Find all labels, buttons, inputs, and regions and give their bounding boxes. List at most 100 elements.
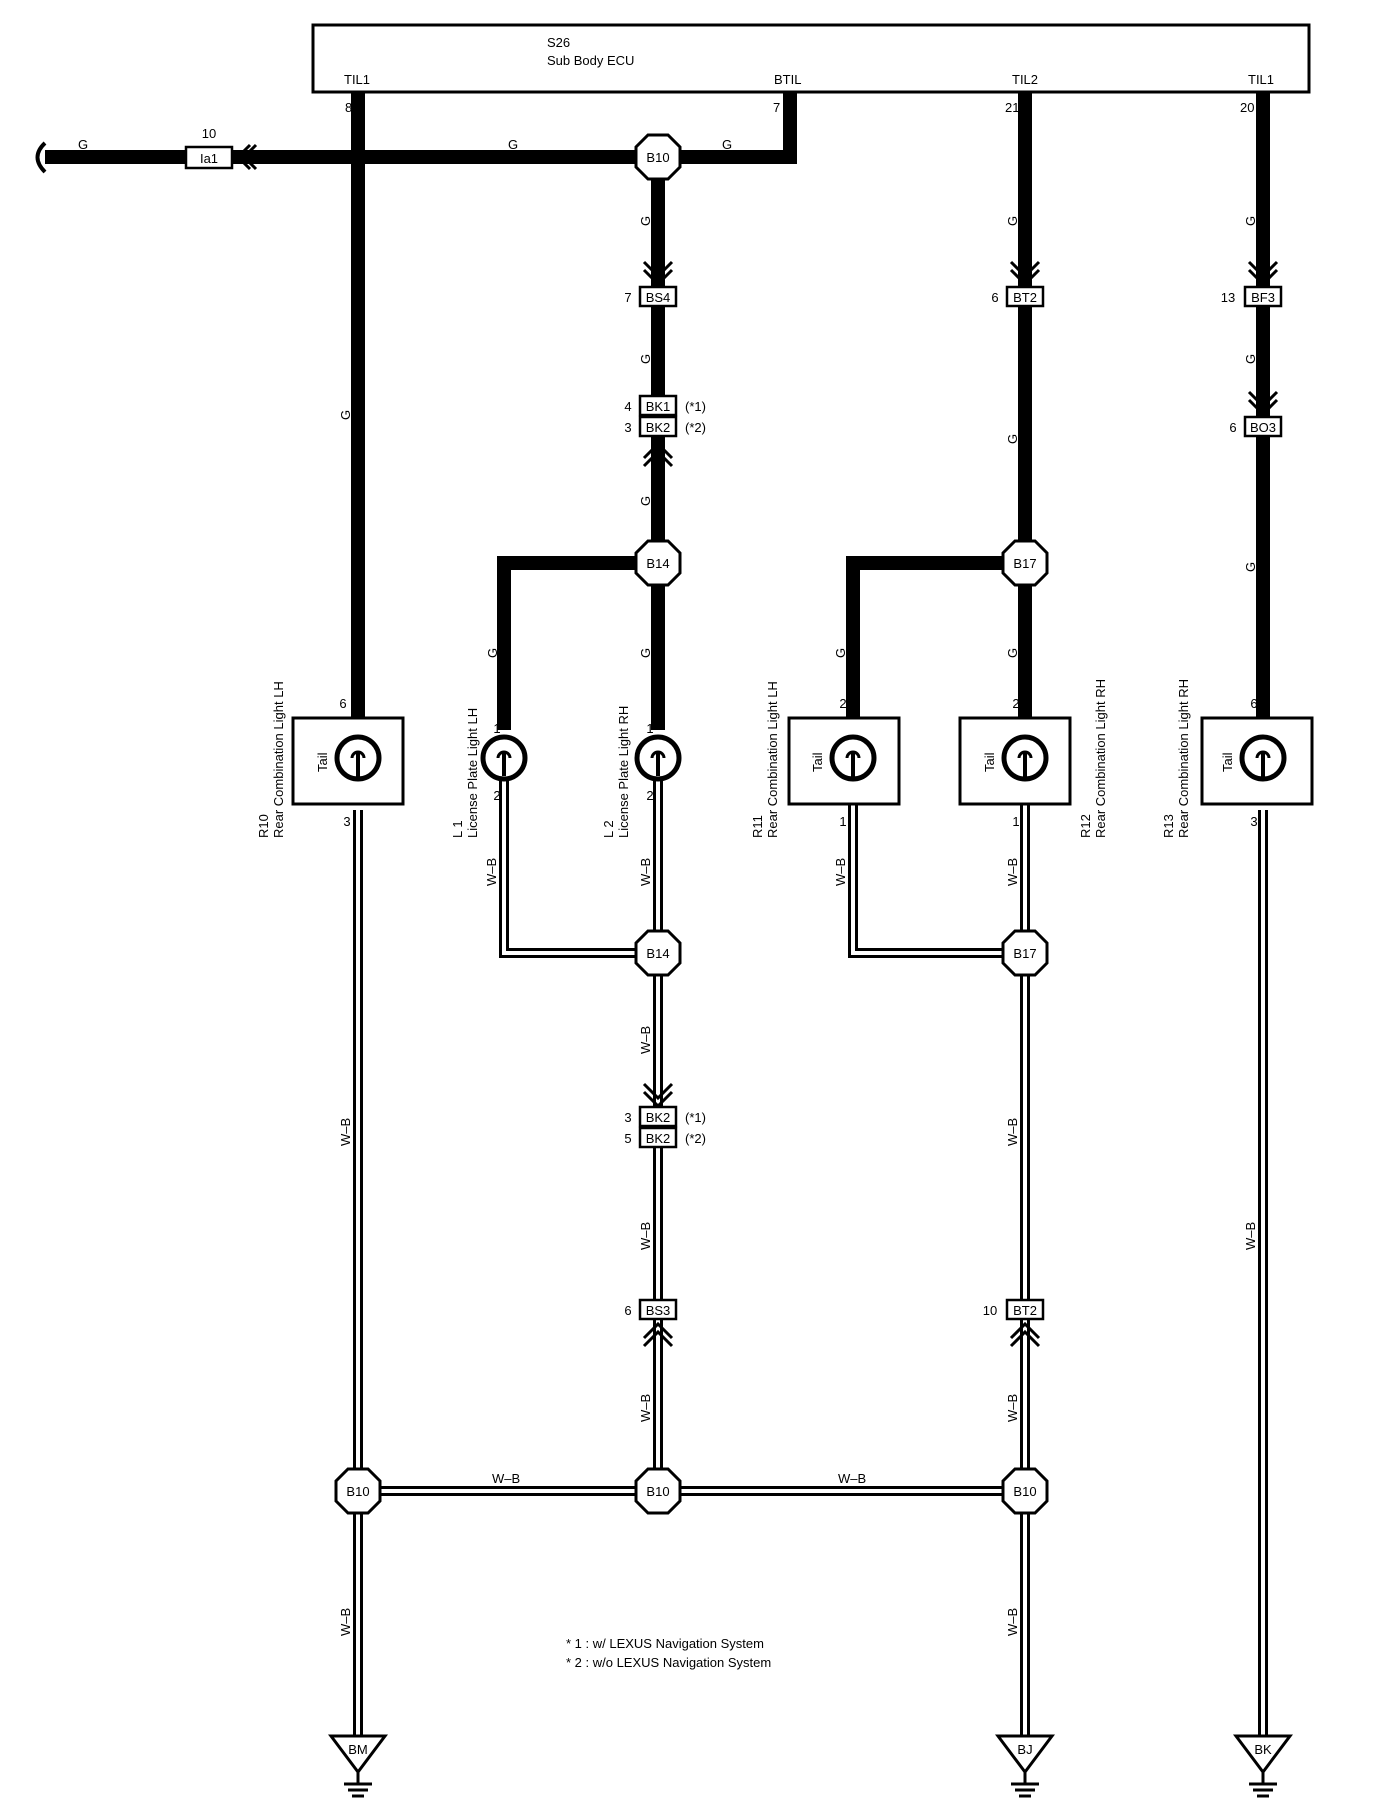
- label-wb: W–B: [492, 1471, 520, 1486]
- light-r10: Tail 6 3 R10 Rear Combination Light LH: [256, 681, 405, 838]
- svg-text:R10: R10: [256, 814, 271, 838]
- label-g: G: [485, 648, 500, 658]
- svg-text:BK1: BK1: [646, 399, 671, 414]
- footnote-1: * 1 : w/ LEXUS Navigation System: [566, 1636, 764, 1651]
- label-wb: W–B: [484, 858, 499, 886]
- chevron-bk2-up-1: [642, 441, 674, 460]
- connector-bt2-top: BT2 6: [991, 285, 1045, 308]
- label-g: G: [722, 137, 732, 152]
- svg-text:3: 3: [1250, 814, 1257, 829]
- svg-text:BK2: BK2: [646, 420, 671, 435]
- label-g: G: [638, 496, 653, 506]
- label-g: G: [1005, 434, 1020, 444]
- svg-text:BT2: BT2: [1013, 1303, 1037, 1318]
- svg-text:BK2: BK2: [646, 1110, 671, 1125]
- ecu-pin-num-4: 20: [1240, 100, 1254, 115]
- ground-bk: BK: [1233, 1734, 1293, 1798]
- junction-b17-bottom: B17: [1001, 929, 1049, 977]
- chevron-bs3-2: [642, 1329, 674, 1348]
- label-g: G: [638, 648, 653, 658]
- label-wb: W–B: [1243, 1222, 1258, 1250]
- svg-text:Rear Combination Light RH: Rear Combination Light RH: [1176, 679, 1191, 838]
- svg-text:6: 6: [339, 696, 346, 711]
- connector-bk1-bk2-top: BK1 BK2 4 3 (*1) (*2): [624, 394, 706, 438]
- label-g: G: [1243, 562, 1258, 572]
- light-l1: 1 2 L 1 License Plate Light LH: [450, 708, 528, 838]
- svg-text:Tail: Tail: [982, 752, 997, 772]
- svg-text:BF3: BF3: [1251, 290, 1275, 305]
- svg-text:BS4: BS4: [646, 290, 671, 305]
- chevron-bt2-1: [1009, 260, 1041, 279]
- svg-text:B17: B17: [1013, 946, 1036, 961]
- label-g: G: [78, 137, 88, 152]
- ecu-pin-num-1: 8: [345, 100, 352, 115]
- svg-text:3: 3: [624, 420, 631, 435]
- label-wb: W–B: [1005, 1118, 1020, 1146]
- svg-text:B10: B10: [346, 1484, 369, 1499]
- svg-text:BK: BK: [1254, 1742, 1272, 1757]
- wb-wires-outer: [353, 770, 1268, 1736]
- svg-text:BO3: BO3: [1250, 420, 1276, 435]
- ecu-pin-name-2: BTIL: [774, 72, 801, 87]
- svg-text:(*1): (*1): [685, 399, 706, 414]
- ecu-pin-num-3: 21: [1005, 100, 1019, 115]
- svg-text:2: 2: [1012, 696, 1019, 711]
- svg-text:Tail: Tail: [810, 752, 825, 772]
- svg-text:1: 1: [839, 814, 846, 829]
- svg-text:6: 6: [1229, 420, 1236, 435]
- label-wb: W–B: [838, 1471, 866, 1486]
- chevron-bk2-up-2: [642, 449, 674, 468]
- chevron-bt2b-2: [1009, 1329, 1041, 1348]
- label-g: G: [1005, 648, 1020, 658]
- chevron-bt2b-1: [1009, 1321, 1041, 1340]
- junction-b14-top: B14: [634, 539, 682, 587]
- label-wb: W–B: [638, 1026, 653, 1054]
- connector-bs4: BS4 7: [624, 285, 678, 308]
- chevron-bo3-1: [1247, 390, 1279, 409]
- label-wb: W–B: [1005, 858, 1020, 886]
- label-wb: W–B: [338, 1608, 353, 1636]
- svg-text:Ia1: Ia1: [200, 151, 218, 166]
- svg-text:6: 6: [991, 290, 998, 305]
- svg-text:5: 5: [624, 1131, 631, 1146]
- sub-body-ecu: S26 Sub Body ECU TIL1 BTIL TIL2 TIL1 8 7…: [311, 23, 1311, 115]
- footnote-2: * 2 : w/o LEXUS Navigation System: [566, 1655, 771, 1670]
- svg-text:6: 6: [1250, 696, 1257, 711]
- chevron-bs4-1: [642, 260, 674, 279]
- svg-text:2: 2: [646, 788, 653, 803]
- junction-b10-top: B10: [634, 133, 682, 181]
- light-r11: Tail 2 1 R11 Rear Combination Light LH: [750, 681, 901, 838]
- ecu-pin-num-2: 7: [773, 100, 780, 115]
- svg-text:Rear Combination Light LH: Rear Combination Light LH: [271, 681, 286, 838]
- svg-text:7: 7: [624, 290, 631, 305]
- ecu-pin-name-1: TIL1: [344, 72, 370, 87]
- label-g: G: [508, 137, 518, 152]
- label-g: G: [1005, 216, 1020, 226]
- connector-ia1: Ia1 10: [184, 126, 234, 170]
- light-l2: 1 2 L 2 License Plate Light RH: [601, 706, 682, 838]
- light-r12: Tail 2 1 R12 Rear Combination Light RH: [958, 679, 1108, 838]
- svg-text:(*2): (*2): [685, 420, 706, 435]
- connector-bo3: BO3 6: [1229, 415, 1283, 438]
- svg-text:13: 13: [1221, 290, 1235, 305]
- label-wb: W–B: [1005, 1394, 1020, 1422]
- label-wb: W–B: [338, 1118, 353, 1146]
- footnotes: * 1 : w/ LEXUS Navigation System * 2 : w…: [566, 1636, 771, 1670]
- wire-b17-branch: [846, 556, 1025, 730]
- chevron-ia1-2: [241, 143, 258, 171]
- svg-text:Tail: Tail: [1220, 752, 1235, 772]
- junction-b10-center: B10: [634, 1467, 682, 1515]
- svg-text:1: 1: [1012, 814, 1019, 829]
- connector-bf3: BF3 13: [1221, 285, 1283, 308]
- svg-text:Rear Combination Light RH: Rear Combination Light RH: [1093, 679, 1108, 838]
- svg-text:B10: B10: [646, 1484, 669, 1499]
- ecu-name: Sub Body ECU: [547, 53, 634, 68]
- svg-text:1: 1: [646, 721, 653, 736]
- svg-text:B14: B14: [646, 946, 669, 961]
- ecu-pin-name-3: TIL2: [1012, 72, 1038, 87]
- chevrons: [235, 143, 1279, 1348]
- junction-b10-left: B10: [334, 1467, 382, 1515]
- junction-b17-top: B17: [1001, 539, 1049, 587]
- svg-text:(*2): (*2): [685, 1131, 706, 1146]
- chevron-bf3-1: [1247, 260, 1279, 279]
